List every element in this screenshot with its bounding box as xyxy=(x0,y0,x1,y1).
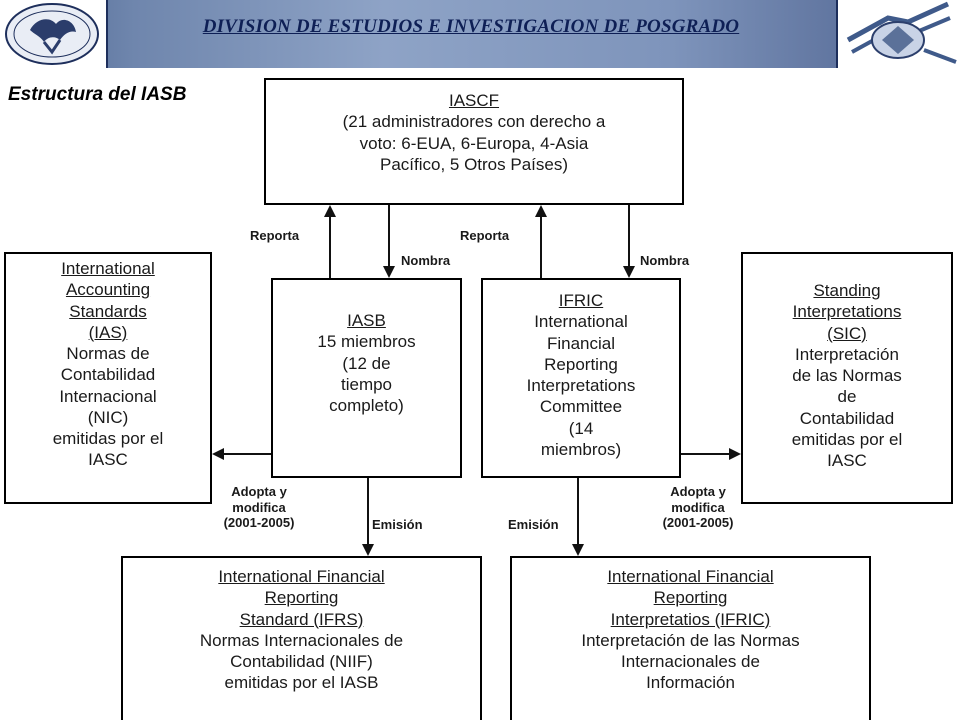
ifric-line: (14 xyxy=(568,418,594,438)
ifric-interpretations-box: International Financial Reporting Interp… xyxy=(510,556,871,720)
ifric-line: International xyxy=(534,312,628,332)
header-title: DIVISION DE ESTUDIOS E INVESTIGACION DE … xyxy=(202,16,740,37)
sic-heading: (SIC) xyxy=(827,323,867,343)
ias-line: Normas de xyxy=(66,344,150,363)
ias-line: (NIC) xyxy=(87,407,129,427)
adopta-line: modifica xyxy=(671,499,725,515)
iasb-line: 15 miembros xyxy=(317,332,416,352)
ifrs-line: Contabilidad (NIIF) xyxy=(230,652,373,671)
adopta-line: Adopta y xyxy=(670,484,726,499)
unam-logo xyxy=(0,0,108,68)
ifrs-heading: Standard (IFRS) xyxy=(239,609,364,629)
interp-heading: Reporting xyxy=(653,588,728,608)
ifric-line: Interpretations xyxy=(526,376,636,395)
label-adopta-right: Adopta y modifica (2001-2005) xyxy=(643,484,753,531)
interp-line: Internacionales de xyxy=(621,652,760,671)
adopta-line: (2001-2005) xyxy=(223,515,295,531)
sic-line: Interpretación xyxy=(795,344,899,364)
ias-heading: Standards xyxy=(69,301,147,321)
iasb-line: tiempo xyxy=(340,374,393,394)
ias-line: emitidas por el xyxy=(52,429,164,448)
ifrs-heading: International Financial xyxy=(218,567,385,586)
adopta-line: Adopta y xyxy=(231,484,287,499)
sic-line: IASC xyxy=(827,451,867,470)
interp-line: Interpretación de las Normas xyxy=(581,630,800,650)
sic-line: emitidas por el xyxy=(791,429,903,449)
institution-logo xyxy=(836,0,960,68)
iascf-line: (21 administradores con derecho a xyxy=(342,112,606,132)
institutional-seal-icon xyxy=(846,1,957,64)
ias-heading: Accounting xyxy=(65,280,151,300)
sic-line: de xyxy=(837,387,857,407)
ifric-line: Committee xyxy=(539,397,623,417)
iasb-heading: IASB xyxy=(347,311,386,330)
sic-heading: Interpretations xyxy=(792,302,902,322)
ifrs-line: Normas Internacionales de xyxy=(199,630,404,650)
unam-crest-icon xyxy=(5,3,99,65)
ias-box: International Accounting Standards (IAS)… xyxy=(4,252,212,504)
ifrs-box: International Financial Reporting Standa… xyxy=(121,556,482,720)
label-emision-right: Emisión xyxy=(508,517,559,532)
iasb-line: (12 de xyxy=(342,353,391,373)
ias-heading: International xyxy=(61,259,155,278)
interp-heading: International Financial xyxy=(607,567,774,586)
iasb-line: completo) xyxy=(329,396,404,415)
section-title: Estructura del IASB xyxy=(8,84,187,105)
ifrs-heading: Reporting xyxy=(264,588,339,608)
sic-line: de las Normas xyxy=(792,366,902,385)
ifric-line: Financial xyxy=(546,333,616,353)
ifric-line: Reporting xyxy=(544,354,618,374)
iascf-line: voto: 6-EUA, 6-Europa, 4-Asia xyxy=(359,133,589,153)
label-reporta-right: Reporta xyxy=(460,228,510,243)
label-adopta-left: Adopta y modifica (2001-2005) xyxy=(204,484,314,531)
sic-line: Contabilidad xyxy=(799,408,895,428)
ias-heading: (IAS) xyxy=(88,322,128,342)
interp-heading: Interpretatios (IFRIC) xyxy=(610,609,771,629)
iascf-heading: IASCF xyxy=(448,91,500,110)
sic-heading: Standing xyxy=(813,281,881,300)
label-emision-left: Emisión xyxy=(372,517,423,532)
sic-box: Standing Interpretations (SIC) Interpret… xyxy=(741,252,953,504)
adopta-line: (2001-2005) xyxy=(662,515,734,531)
ifrs-line: emitidas por el IASB xyxy=(224,673,379,693)
ifric-line: miembros) xyxy=(540,439,622,459)
ias-line: Contabilidad xyxy=(60,365,156,385)
ias-line: IASC xyxy=(88,450,128,470)
header-banner xyxy=(0,0,960,68)
iascf-box: IASCF (21 administradores con derecho a … xyxy=(264,78,684,205)
ias-line: Internacional xyxy=(59,386,157,406)
adopta-line: modifica xyxy=(232,499,286,515)
ifric-heading: IFRIC xyxy=(558,291,604,310)
iascf-line: Pacífico, 5 Otros Países) xyxy=(379,154,568,174)
label-reporta-left: Reporta xyxy=(250,228,300,243)
interp-line: Información xyxy=(646,673,735,693)
iasb-box: IASB 15 miembros (12 de tiempo completo) xyxy=(271,278,462,478)
label-nombra-right: Nombra xyxy=(640,253,690,268)
ifric-box: IFRIC International Financial Reporting … xyxy=(481,278,681,478)
label-nombra-left: Nombra xyxy=(401,253,451,268)
